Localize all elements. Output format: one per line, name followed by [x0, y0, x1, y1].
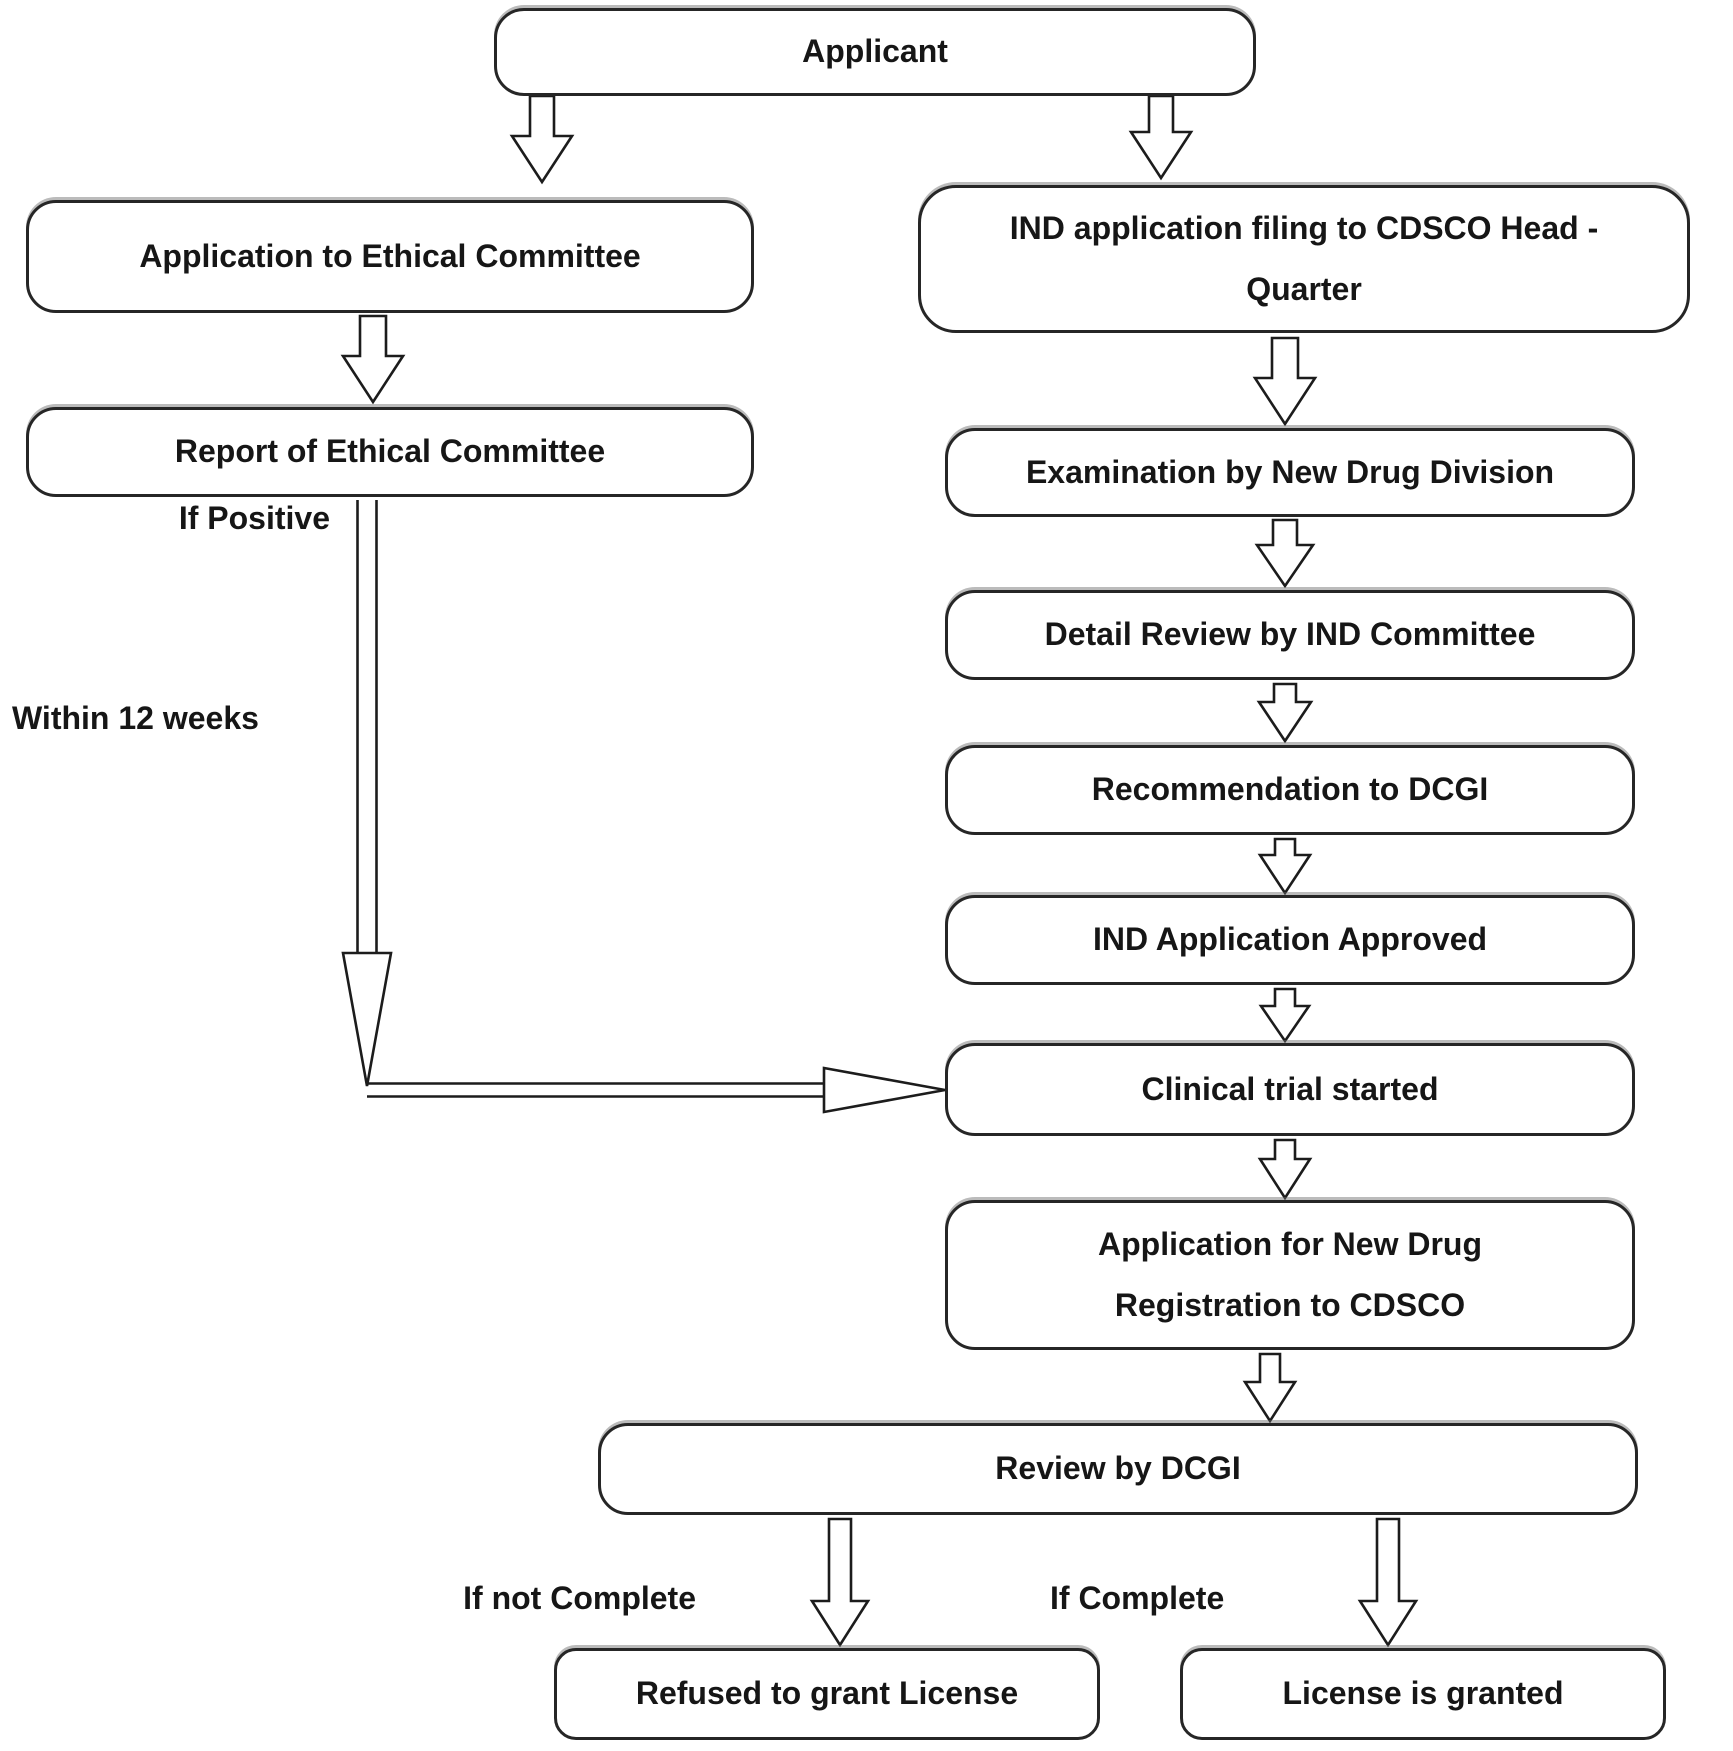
arrow-review-to-refused-icon: [809, 1517, 871, 1648]
edge-label-if-complete: If Complete: [1050, 1580, 1225, 1616]
node-detail-review-ind-committee: Detail Review by IND Committee: [945, 590, 1635, 680]
node-label: Applicant: [802, 33, 948, 70]
arrow-review-to-granted-icon: [1357, 1517, 1419, 1648]
node-clinical-trial-started: Clinical trial started: [945, 1043, 1635, 1136]
arrow-ethical-to-report-icon: [340, 314, 406, 405]
arrow-registration-to-review-icon: [1242, 1352, 1298, 1424]
arrow-applicant-to-ethical-icon: [509, 94, 575, 185]
node-label: Recommendation to DCGI: [1091, 771, 1489, 808]
edge-label-if-positive: If Positive: [178, 500, 330, 536]
node-ind-application-approved: IND Application Approved: [945, 895, 1635, 985]
node-label: Detail Review by IND Committee: [1044, 616, 1536, 653]
edge-label-within-12-weeks: Within 12 weeks: [12, 700, 259, 736]
node-ind-application-filing: IND application filing to CDSCO Head - Q…: [918, 185, 1690, 333]
node-label: Examination by New Drug Division: [1025, 453, 1555, 490]
arrow-examination-to-detail-review-icon: [1254, 518, 1316, 589]
arrow-recommendation-to-approved-icon: [1257, 837, 1313, 896]
node-label: IND Application Approved: [1092, 921, 1488, 958]
arrow-applicant-to-ind-filing-icon: [1128, 94, 1194, 181]
arrow-approved-to-clinical-icon: [1258, 987, 1312, 1044]
node-application-new-drug-registration: Application for New Drug Registration to…: [945, 1200, 1635, 1350]
node-applicant: Applicant: [494, 8, 1256, 96]
node-report-of-ethical-committee: Report of Ethical Committee: [26, 407, 754, 497]
arrow-report-to-clinical-elbow-icon: [341, 500, 946, 1114]
node-label: IND application filing to CDSCO Head - Q…: [1009, 210, 1599, 307]
edge-label-if-not-complete: If not Complete: [463, 1580, 696, 1616]
node-label: License is granted: [1282, 1675, 1564, 1712]
arrow-ind-filing-to-examination-icon: [1252, 336, 1318, 427]
node-label: Clinical trial started: [1141, 1070, 1439, 1107]
node-refused-to-grant-license: Refused to grant License: [554, 1648, 1100, 1740]
node-examination-new-drug-division: Examination by New Drug Division: [945, 428, 1635, 517]
node-review-by-dcgi: Review by DCGI: [598, 1423, 1638, 1515]
arrow-detail-review-to-recommendation-icon: [1256, 682, 1314, 744]
node-license-is-granted: License is granted: [1180, 1648, 1666, 1740]
arrow-clinical-to-registration-icon: [1257, 1138, 1313, 1201]
node-label: Report of Ethical Committee: [174, 433, 606, 470]
node-recommendation-to-dcgi: Recommendation to DCGI: [945, 745, 1635, 835]
node-label: Review by DCGI: [995, 1450, 1241, 1487]
node-label: Application for New Drug Registration to…: [1098, 1226, 1482, 1323]
node-label: Application to Ethical Committee: [139, 237, 641, 274]
node-application-to-ethical-committee: Application to Ethical Committee: [26, 200, 754, 313]
node-label: Refused to grant License: [635, 1675, 1019, 1712]
